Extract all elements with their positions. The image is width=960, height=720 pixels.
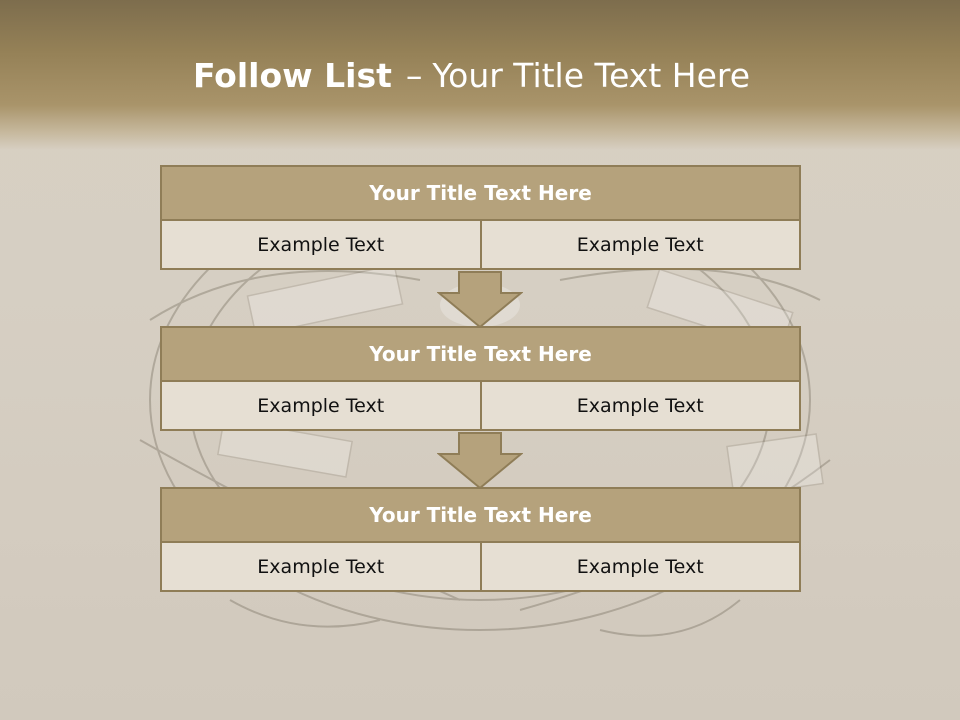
block-row: Example Text Example Text (160, 543, 801, 592)
header-band (0, 0, 960, 150)
block-row: Example Text Example Text (160, 221, 801, 270)
list-block-1: Your Title Text Here Example Text Exampl… (160, 165, 801, 270)
slide-title-bold: Follow List (192, 56, 392, 95)
slide-title: Follow List–Your Title Text Here (0, 55, 943, 97)
list-block-3: Your Title Text Here Example Text Exampl… (160, 487, 801, 592)
down-arrow-icon (437, 271, 523, 329)
list-block-2: Your Title Text Here Example Text Exampl… (160, 326, 801, 431)
block-cell-right: Example Text (479, 382, 800, 429)
block-cell-right: Example Text (479, 221, 800, 268)
block-cell-left: Example Text (257, 233, 385, 256)
slide-title-rest: Your Title Text Here (432, 56, 751, 95)
block-cell-left: Example Text (257, 555, 385, 578)
block-row: Example Text Example Text (160, 382, 801, 431)
block-title: Your Title Text Here (160, 165, 801, 221)
block-cell-left: Example Text (257, 394, 385, 417)
block-cell-right: Example Text (479, 543, 800, 590)
down-arrow-icon (437, 432, 523, 490)
block-title: Your Title Text Here (160, 487, 801, 543)
block-title: Your Title Text Here (160, 326, 801, 382)
slide-title-dash: – (405, 56, 423, 95)
